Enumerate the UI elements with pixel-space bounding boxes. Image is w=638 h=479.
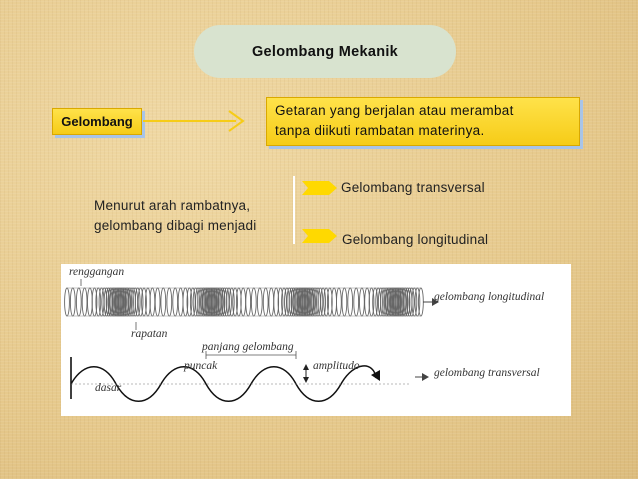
slide-title: Gelombang Mekanik xyxy=(194,25,456,78)
arrow-head-icon xyxy=(228,110,245,132)
wave-diagram-svg xyxy=(64,279,439,402)
spring-coil xyxy=(256,287,263,317)
spring-coil xyxy=(177,287,184,317)
spring-coil xyxy=(336,287,342,317)
term-box: Gelombang xyxy=(52,108,142,135)
spring-coil xyxy=(160,287,167,317)
arrow-icon xyxy=(371,370,380,381)
label-panjang-gelombang: panjang gelombang xyxy=(202,341,294,353)
label-transversal: gelombang transversal xyxy=(434,367,540,379)
label-amplitudo: amplitudo xyxy=(313,360,360,372)
spring-coil xyxy=(245,287,252,317)
spring-coil xyxy=(69,287,76,317)
spring-coil xyxy=(172,287,179,317)
chevron-right-icon xyxy=(302,229,337,243)
label-dasar: dasar xyxy=(95,382,122,394)
type-transversal: Gelombang transversal xyxy=(341,180,485,195)
spring-coil xyxy=(418,287,424,317)
spring-coil xyxy=(353,287,360,317)
wave-diagram: renggangan rapatan gelombang longitudina… xyxy=(61,264,571,416)
spring-coil xyxy=(262,287,269,317)
spring-coil xyxy=(341,287,348,317)
spring-coil xyxy=(281,287,287,317)
type-longitudinal: Gelombang longitudinal xyxy=(342,232,489,247)
spring-coil xyxy=(154,287,161,317)
label-rapatan: rapatan xyxy=(131,328,168,340)
chevron-right-icon xyxy=(302,181,337,195)
spring-coil xyxy=(75,287,82,317)
label-renggangan: renggangan xyxy=(69,266,125,278)
spring-coil xyxy=(87,287,93,317)
arrow-right-icon xyxy=(422,373,429,381)
transversal-wave xyxy=(70,365,377,402)
spring-coil xyxy=(359,287,365,317)
spring-coil xyxy=(268,287,275,317)
spring-coil xyxy=(64,287,70,317)
definition-box: Getaran yang berjalan atau merambat tanp… xyxy=(266,97,580,146)
classification-intro: Menurut arah rambatnya, gelombang dibagi… xyxy=(94,198,257,233)
spring-coil xyxy=(250,287,257,317)
spring-coil xyxy=(347,287,354,317)
spring-coil xyxy=(81,287,88,317)
label-longitudinal: gelombang longitudinal xyxy=(434,291,545,303)
spring-coil xyxy=(166,287,173,317)
longitudinal-spring xyxy=(64,287,424,317)
arrow-right-icon xyxy=(432,298,439,306)
label-puncak: puncak xyxy=(184,360,218,372)
